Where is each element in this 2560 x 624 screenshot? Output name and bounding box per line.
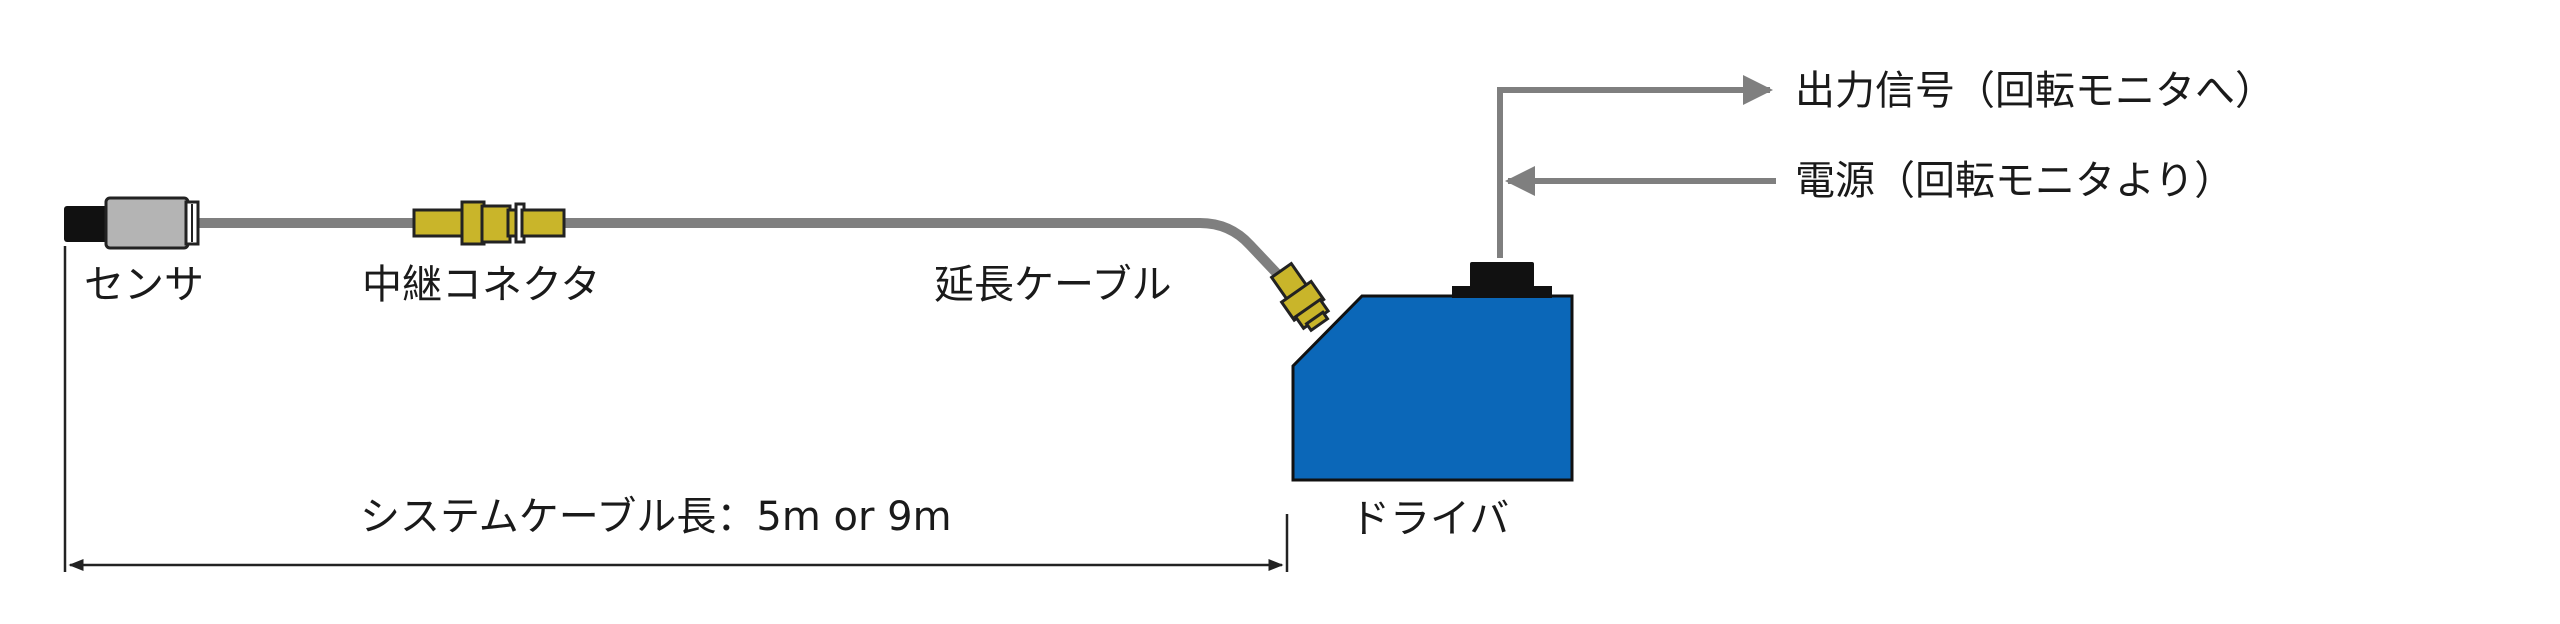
output-signal-arrow	[1497, 75, 1773, 258]
power-label: 電源（回転モニタより）	[1795, 158, 2234, 204]
sensor-label: センサ	[84, 262, 204, 308]
system-cable-length-dimension	[63, 246, 1289, 572]
extension-cable-label: 延長ケーブル	[934, 262, 1172, 308]
relay-connector	[412, 200, 566, 246]
driver	[1291, 262, 1574, 482]
driver-label: ドライバ	[1350, 496, 1509, 542]
sensor	[64, 196, 200, 250]
system-cable-length-label: システムケーブル長：5m or 9m	[360, 494, 952, 540]
extension-cable-line	[190, 218, 1290, 287]
output-signal-label: 出力信号（回転モニタへ）	[1795, 68, 2275, 114]
driver-cable-connector	[1269, 261, 1331, 333]
relay-connector-label: 中継コネクタ	[362, 262, 600, 308]
